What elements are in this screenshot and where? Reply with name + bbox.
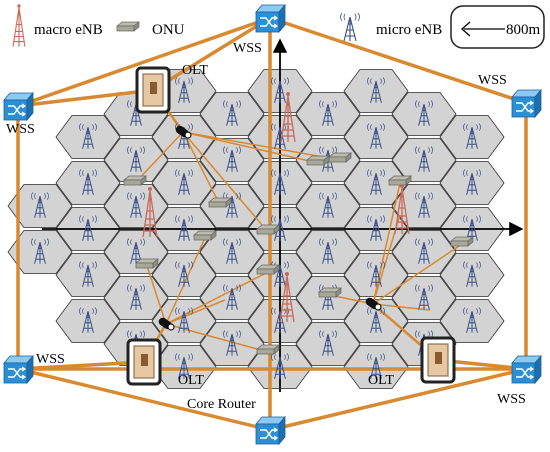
fiber-link (165, 237, 206, 325)
ring-link (269, 367, 527, 432)
ring-link (152, 16, 271, 92)
legend: macro eNB ONU micro eNB 800m (12, 3, 545, 49)
wss-ring (16, 16, 528, 432)
ring-link (269, 16, 527, 105)
fiber-link (372, 303, 431, 311)
olt-label-top: OLT (182, 63, 208, 78)
wss-label-upper-right: WSS (478, 73, 507, 88)
olt-cabinet-icon (420, 336, 456, 384)
fiber-link (134, 131, 184, 184)
onu-modem-icon (318, 287, 342, 298)
core-router-label: Core Router (187, 397, 256, 412)
wss-switch-icon (3, 92, 34, 121)
wss-label-upper-left: WSS (6, 122, 35, 137)
wss-label-top: WSS (233, 41, 262, 56)
fiber-link (182, 131, 269, 233)
legend-onu-label: ONU (152, 22, 185, 38)
legend-scale-label: 800m (506, 22, 541, 38)
fiber-link (372, 243, 463, 305)
fiber-link (182, 131, 319, 164)
olt-label-bottom-right: OLT (368, 373, 394, 388)
onu-modem-icon (208, 197, 232, 208)
onu-modem-icon (388, 175, 412, 186)
scale-box (450, 5, 545, 49)
onu-modem-icon (328, 152, 352, 163)
olt-cabinet-icon (135, 66, 171, 114)
fiber-link (182, 131, 221, 206)
onu-modem-icon (256, 264, 280, 275)
ring-link (17, 88, 154, 108)
legend-micro-label: micro eNB (376, 22, 442, 38)
wss-switch-icon (255, 416, 286, 445)
ring-link (17, 367, 271, 432)
onu-modem-icon (123, 175, 147, 186)
wss-switch-icon (3, 355, 34, 384)
wss-label-lower-left: WSS (36, 352, 65, 367)
olt-cabinet-icon (126, 338, 162, 386)
fiber-link (182, 131, 341, 161)
ring-link (17, 16, 271, 108)
onu-modem-icon (256, 344, 280, 355)
scale-arrow-head-left (461, 21, 471, 37)
wss-label-lower-right: WSS (497, 392, 526, 407)
onu-modem-icon (135, 258, 159, 269)
wss-switch-icon (511, 355, 542, 384)
fiber-link (146, 265, 167, 325)
fiber-link (165, 299, 226, 325)
onu-modem-icon (193, 230, 217, 241)
onu-modem-icon (256, 224, 280, 235)
wss-switch-icon (511, 89, 542, 118)
olt-label-bottom-left: OLT (178, 373, 204, 388)
macro-enb-tower-icon (12, 3, 26, 48)
micro-enb-tower-icon (339, 12, 361, 42)
onu-modem-icon (306, 155, 330, 166)
wss-switch-icon (255, 4, 286, 33)
onu-modem-icon (450, 236, 474, 247)
onu-modem-icon (116, 21, 140, 32)
fiber-link (372, 182, 401, 305)
legend-macro-label: macro eNB (34, 22, 103, 38)
